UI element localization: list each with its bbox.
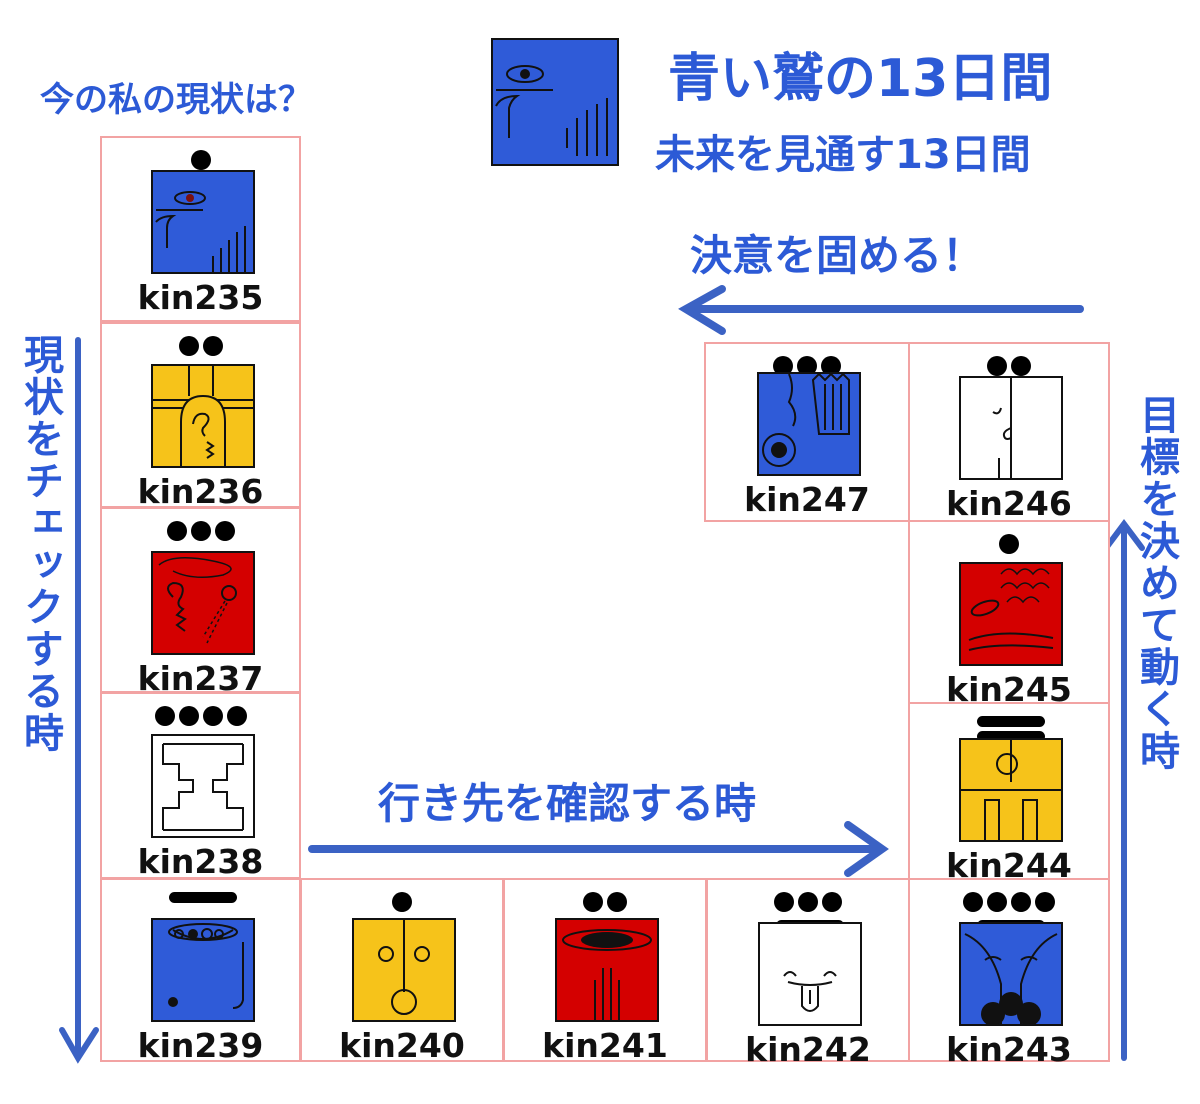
kin-card-kin239: kin239 — [100, 878, 301, 1065]
kin-label: kin244 — [946, 846, 1072, 885]
tone-dots — [102, 150, 299, 172]
tone-dot — [202, 706, 223, 726]
tone-dot — [190, 150, 211, 170]
dragon-icon — [555, 918, 659, 1022]
tone-dots — [302, 892, 502, 914]
kin-card-kin241: kin241 — [503, 878, 707, 1065]
tone-dots — [102, 521, 299, 543]
tone-dot — [202, 336, 223, 356]
storm-icon — [150, 918, 255, 1022]
tone-dot — [821, 356, 841, 376]
tone-bar — [168, 892, 237, 903]
hand-icon — [757, 372, 861, 476]
night-icon — [959, 922, 1063, 1026]
kin-label: kin246 — [946, 484, 1072, 523]
kin-label: kin247 — [744, 480, 870, 519]
tone-dot — [214, 521, 235, 541]
mirror-icon — [150, 734, 255, 838]
kin-card-kin237: kin237 — [100, 507, 301, 698]
down-arrow — [59, 337, 99, 1064]
tone-dots — [102, 336, 299, 358]
tone-dots — [505, 892, 705, 914]
tone-dot — [798, 892, 818, 912]
tone-dot — [1011, 356, 1031, 376]
kin-card-kin245: kin245 — [908, 520, 1110, 709]
tone-dot — [797, 356, 817, 376]
tone-dot — [1035, 892, 1055, 912]
tone-dot — [773, 356, 793, 376]
right-arrow — [308, 821, 889, 877]
top-caption: 決意を固める！ — [690, 231, 985, 280]
blue-eagle-header-glyph — [491, 38, 619, 166]
wind-icon — [758, 922, 862, 1026]
tone-dot — [774, 892, 794, 912]
kin-label: kin245 — [946, 670, 1072, 709]
left-caption: 現状をチェックする時 — [17, 334, 63, 754]
tone-dots — [910, 534, 1108, 556]
page-title: 青い鷲の13日間 — [668, 49, 1053, 109]
tone-dot — [822, 892, 842, 912]
tone-dot — [963, 892, 983, 912]
kin-card-kin235: kin235 — [100, 136, 301, 322]
right-caption: 目標を決めて動く時 — [1133, 394, 1179, 772]
tone-bar — [977, 716, 1045, 727]
kin-label: kin243 — [946, 1030, 1072, 1069]
kin-card-kin236: kin236 — [100, 322, 301, 511]
kin-label: kin235 — [137, 278, 264, 317]
kin-card-kin240: kin240 — [300, 878, 504, 1065]
eagle-icon — [150, 170, 255, 274]
kin-card-kin238: kin238 — [100, 692, 301, 881]
tone-dots — [706, 356, 908, 378]
kin-card-kin244: kin244 — [908, 702, 1110, 885]
question-heading: 今の私の現状は？ — [40, 80, 312, 120]
kin-label: kin241 — [542, 1026, 668, 1065]
seed-icon — [959, 738, 1063, 842]
kin-card-kin242: kin242 — [706, 878, 910, 1069]
kin-label: kin240 — [339, 1026, 465, 1065]
tone-dot — [987, 356, 1007, 376]
tone-dot — [987, 892, 1007, 912]
kin-card-kin246: kin246 — [908, 342, 1110, 523]
tone-dot — [178, 336, 199, 356]
tone-dots — [102, 706, 299, 728]
kin-label: kin242 — [745, 1030, 871, 1069]
tone-bar — [977, 731, 1045, 742]
tone-dot — [226, 706, 247, 726]
tone-dots — [910, 892, 1108, 914]
kin-label: kin236 — [137, 472, 264, 511]
tone-dot — [166, 521, 187, 541]
worldbridger-icon — [959, 376, 1063, 480]
tone-dots — [708, 892, 908, 914]
tone-dot — [1011, 892, 1031, 912]
page-subtitle: 未来を見通す13日間 — [655, 132, 1031, 178]
serpent-icon — [959, 562, 1063, 666]
up-arrow — [1103, 519, 1145, 1061]
sun-icon — [352, 918, 456, 1022]
earth-icon — [150, 551, 255, 655]
tone-dot — [607, 892, 627, 912]
tone-dot — [392, 892, 412, 912]
eagle-icon — [491, 38, 619, 166]
tone-dot — [583, 892, 603, 912]
bottom-caption: 行き先を確認する時 — [378, 779, 757, 828]
tone-dot — [999, 534, 1019, 554]
tone-dots — [910, 356, 1108, 378]
kin-card-kin247: kin247 — [704, 342, 910, 522]
warrior-icon — [150, 364, 255, 468]
kin-label: kin238 — [137, 842, 264, 881]
kin-label: kin237 — [137, 659, 264, 698]
tone-dot — [178, 706, 199, 726]
left-arrow — [678, 285, 1084, 335]
tone-dot — [154, 706, 175, 726]
tone-dot — [190, 521, 211, 541]
kin-card-kin243: kin243 — [908, 878, 1110, 1069]
kin-label: kin239 — [137, 1026, 264, 1065]
